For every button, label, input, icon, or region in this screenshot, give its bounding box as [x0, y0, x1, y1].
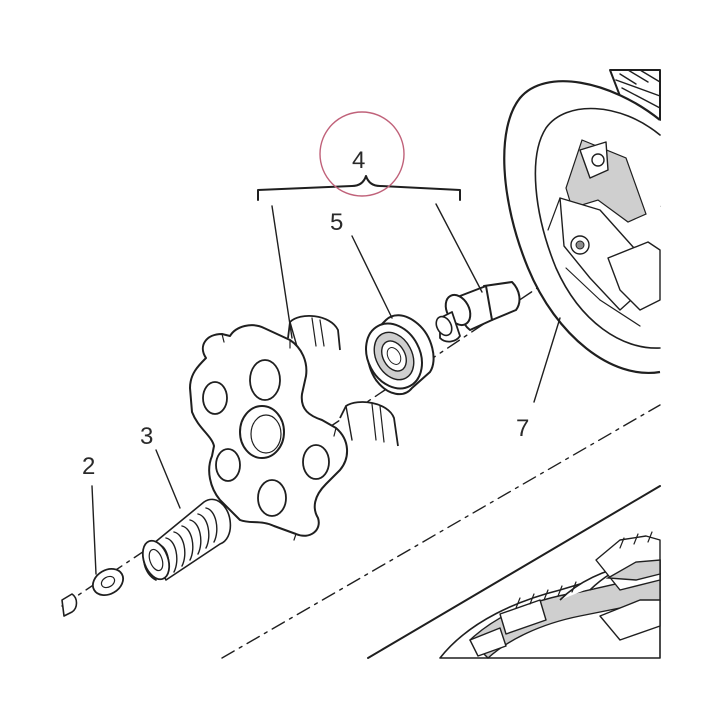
push-rod-pin — [435, 281, 521, 343]
housing-splines — [615, 69, 661, 109]
callout-3: 3 — [140, 423, 153, 450]
ball-bearing — [365, 314, 435, 396]
callout-7: 7 — [516, 415, 529, 442]
guide-line-lower — [221, 404, 661, 659]
bolt-end — [61, 593, 78, 617]
assembly-bracket — [257, 175, 483, 339]
clutch-plate-stack — [367, 485, 661, 659]
clutch-housing — [503, 69, 661, 375]
coil-spring — [141, 498, 232, 581]
callout-5: 5 — [330, 209, 343, 236]
leader-lines — [91, 235, 561, 575]
highlight-circle — [319, 111, 405, 197]
pusher-plate — [189, 315, 399, 541]
callout-2: 2 — [82, 453, 95, 480]
callout-4: 4 — [352, 147, 365, 174]
washer — [92, 567, 124, 597]
